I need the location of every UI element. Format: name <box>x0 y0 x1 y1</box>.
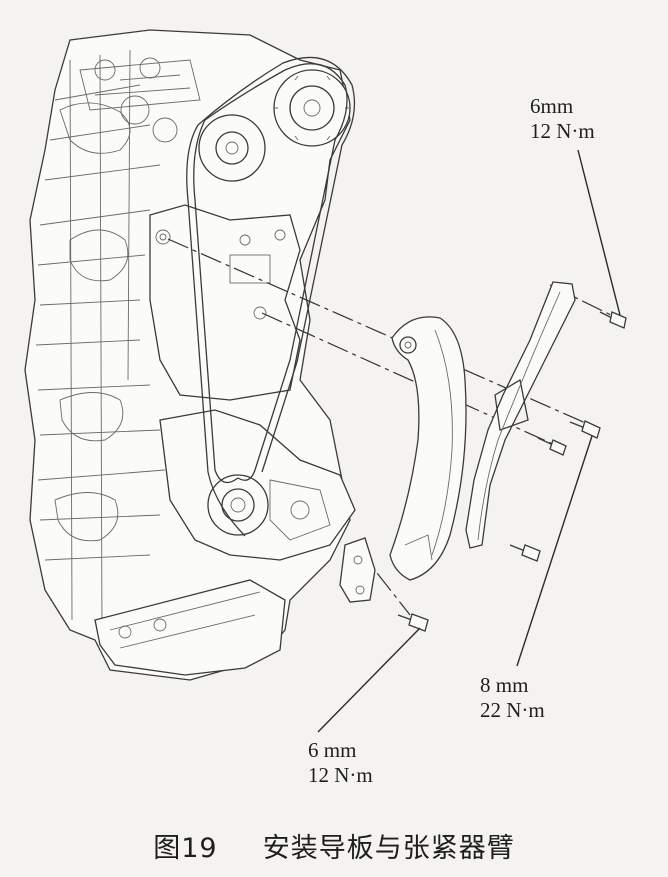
callout-top-right: 6mm 12 N·m <box>530 94 595 144</box>
callout-top-right-size: 6mm <box>530 94 574 118</box>
figure-number: 图19 <box>153 833 218 864</box>
bolt-top-right <box>599 311 627 329</box>
leader-bottom <box>317 627 421 733</box>
callout-middle-right: 8 mm 22 N·m <box>480 673 545 723</box>
bolt-bottom <box>397 613 429 632</box>
cam-sprockets <box>198 69 351 182</box>
callout-top-right-torque: 12 N·m <box>530 119 595 143</box>
bolt-middle-2 <box>537 437 567 456</box>
callout-bottom-size: 6 mm <box>308 738 357 762</box>
callout-bottom: 6 mm 12 N·m <box>308 738 373 788</box>
figure-caption: 图19 安装导板与张紧器臂 <box>0 826 668 865</box>
timing-chain <box>186 56 356 537</box>
bolt-middle-1 <box>569 420 601 439</box>
engine-block <box>24 29 356 681</box>
leader-top-right <box>577 149 621 316</box>
callout-bottom-torque: 12 N·m <box>308 763 373 787</box>
callout-middle-right-size: 8 mm <box>480 673 529 697</box>
figure-title: 安装导板与张紧器臂 <box>262 833 515 864</box>
bolt-lower-right <box>509 544 541 562</box>
tensioner-arm <box>465 281 576 549</box>
chain-guide <box>389 316 467 581</box>
callout-middle-right-torque: 22 N·m <box>480 698 545 722</box>
leader-middle-right <box>516 435 593 667</box>
tensioner-bracket <box>339 537 376 603</box>
